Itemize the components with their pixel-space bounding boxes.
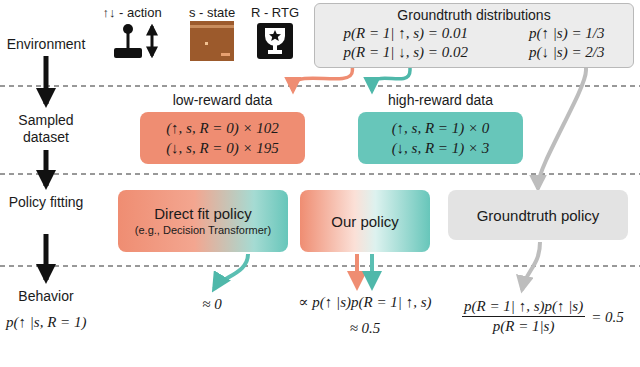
up-down-arrow [151,26,154,56]
flow-arrow [293,68,352,91]
screen-ground [190,21,234,61]
stage-label: Sampled dataset [8,112,84,146]
flow-arrow [372,68,410,91]
behavior-arrow [522,242,540,290]
policy-box: Groundtruth policy [448,190,628,240]
result-value: = 0.5 [591,309,624,326]
formula-text: (↑, s, R = 0) × 102 [166,118,279,138]
trophy-stem [273,45,277,50]
formula-text: (↓, s, R = 0) × 195 [166,138,279,158]
stage-arrow [44,56,49,104]
joystick-base [114,48,142,58]
box-title: Our policy [331,212,399,231]
stage-divider [0,86,640,266]
screen-ball [205,42,208,45]
formula-label: ∝ p(↑ |s)p(R = 1| ↑, s) [298,294,431,311]
formula-text: (↑, s, R = 1) × 0 [392,118,490,138]
icon-caption: R - RTG [251,4,299,21]
dashed-divider [0,266,640,267]
fraction-numerator: p(R = 1| ↑, s)p(↑ |s) [462,298,585,317]
behavior-arrow [355,254,359,287]
joystick-icon [114,24,152,58]
dataset-box: low-reward data(↑, s, R = 0) × 102(↓, s,… [140,92,305,164]
node-heading: low-reward data [140,92,305,112]
formula-text: p(↑ |s) = 1/3 [529,24,605,43]
formula-label: p(↑ |s, R = 1) [6,314,87,331]
joystick-ball [123,24,133,34]
stage-label: Behavior [18,288,73,305]
formula-text: p(↓ |s) = 2/3 [529,43,605,62]
formula-text: (↓, s, R = 1) × 3 [392,138,490,158]
formula-text: p(R = 1| ↑, s) = 0.01 [344,24,468,43]
game-screen-icon [190,21,234,61]
node-heading: high-reward data [358,92,523,112]
fraction-denominator: p(R = 1|s) [493,318,555,335]
policy-box: Direct fit policy(e.g., Decision Transfo… [118,190,288,252]
dataset-fill: (↑, s, R = 0) × 102(↓, s, R = 0) × 195 [140,112,305,164]
dashed-divider [0,174,640,175]
screen-paddle [221,53,230,56]
joystick-stick [127,32,130,48]
trophy-icon [257,23,293,59]
stage-arrow [44,150,49,186]
behavior-arrow [214,254,248,289]
formula-grid: p(R = 1| ↑, s) = 0.01 p(↑ |s) = 1/3 p(R = … [327,24,621,62]
icon-caption: s - state [189,4,235,21]
result-value: ≈ 0 [202,296,221,313]
flow-arrow [538,68,586,189]
trophy-tile [257,23,293,59]
result-value: ≈ 0.5 [350,320,381,337]
node-heading: Groundtruth distributions [327,7,621,24]
stage-arrow [44,234,49,280]
behavior-arrow [370,254,374,287]
icon-caption: ↑↓ - action [102,4,161,21]
formula-text: p(R = 1| ↓, s) = 0.02 [344,43,468,62]
trophy-star [269,30,281,41]
trophy-foot [268,50,282,54]
stage-label: Environment [7,36,86,53]
box-title: Direct fit policy [154,204,252,223]
dataset-box: high-reward data(↑, s, R = 1) × 0(↓, s, … [358,92,523,164]
trophy-cup [265,28,285,46]
box-note: (e.g., Decision Transformer) [135,223,271,238]
box-title: Groundtruth policy [477,206,600,225]
distribution-box: Groundtruth distributionsp(R = 1| ↑, s) … [314,3,634,68]
dashed-divider [0,86,640,87]
screen-bar [190,25,234,28]
stage-label: Policy fitting [8,194,84,211]
policy-box: Our policy [300,190,430,252]
dataset-fill: (↑, s, R = 1) × 0(↓, s, R = 1) × 3 [358,112,523,164]
